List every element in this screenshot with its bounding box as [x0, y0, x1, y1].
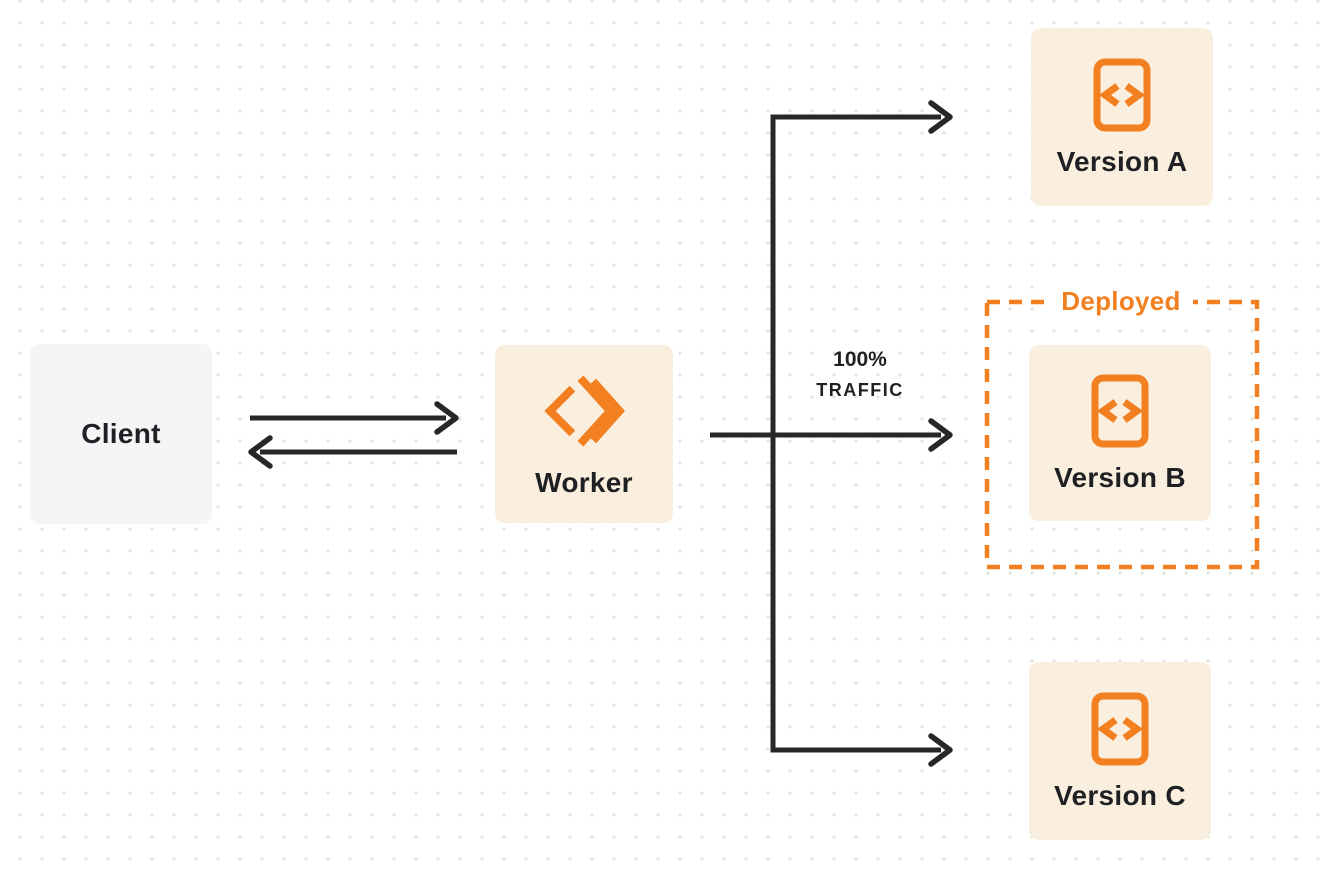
version-c-node: Version C: [1029, 662, 1211, 840]
code-page-icon: [1093, 58, 1151, 132]
arrowhead-version-b-icon: [928, 418, 953, 452]
worker-node-label: Worker: [535, 467, 633, 498]
version-a-node-label: Version A: [1056, 146, 1188, 177]
client-node: Client: [30, 344, 212, 524]
version-b-node: Version B: [1029, 345, 1211, 521]
version-a-node: Version A: [1031, 28, 1213, 206]
version-b-node-label: Version B: [1054, 462, 1186, 493]
arrowhead-version-c-icon: [928, 733, 953, 767]
cloudflare-workers-logo-icon: [541, 371, 627, 451]
client-node-label: Client: [81, 418, 161, 449]
arrowhead-left-icon: [248, 435, 273, 469]
traffic-edge-label: 100% TRAFFIC: [780, 349, 940, 399]
worker-node: Worker: [495, 345, 673, 523]
traffic-word-text: TRAFFIC: [816, 380, 904, 400]
traffic-percent-text: 100%: [833, 348, 887, 371]
arrowhead-right-icon: [434, 401, 459, 435]
code-page-icon: [1091, 374, 1149, 448]
version-c-node-label: Version C: [1054, 780, 1186, 811]
branch-line: [770, 114, 941, 753]
code-page-icon: [1091, 692, 1149, 766]
deployed-group-label: Deployed: [1029, 285, 1213, 317]
arrowhead-version-a-icon: [928, 100, 953, 134]
deployed-group-label-text: Deployed: [1049, 285, 1193, 317]
